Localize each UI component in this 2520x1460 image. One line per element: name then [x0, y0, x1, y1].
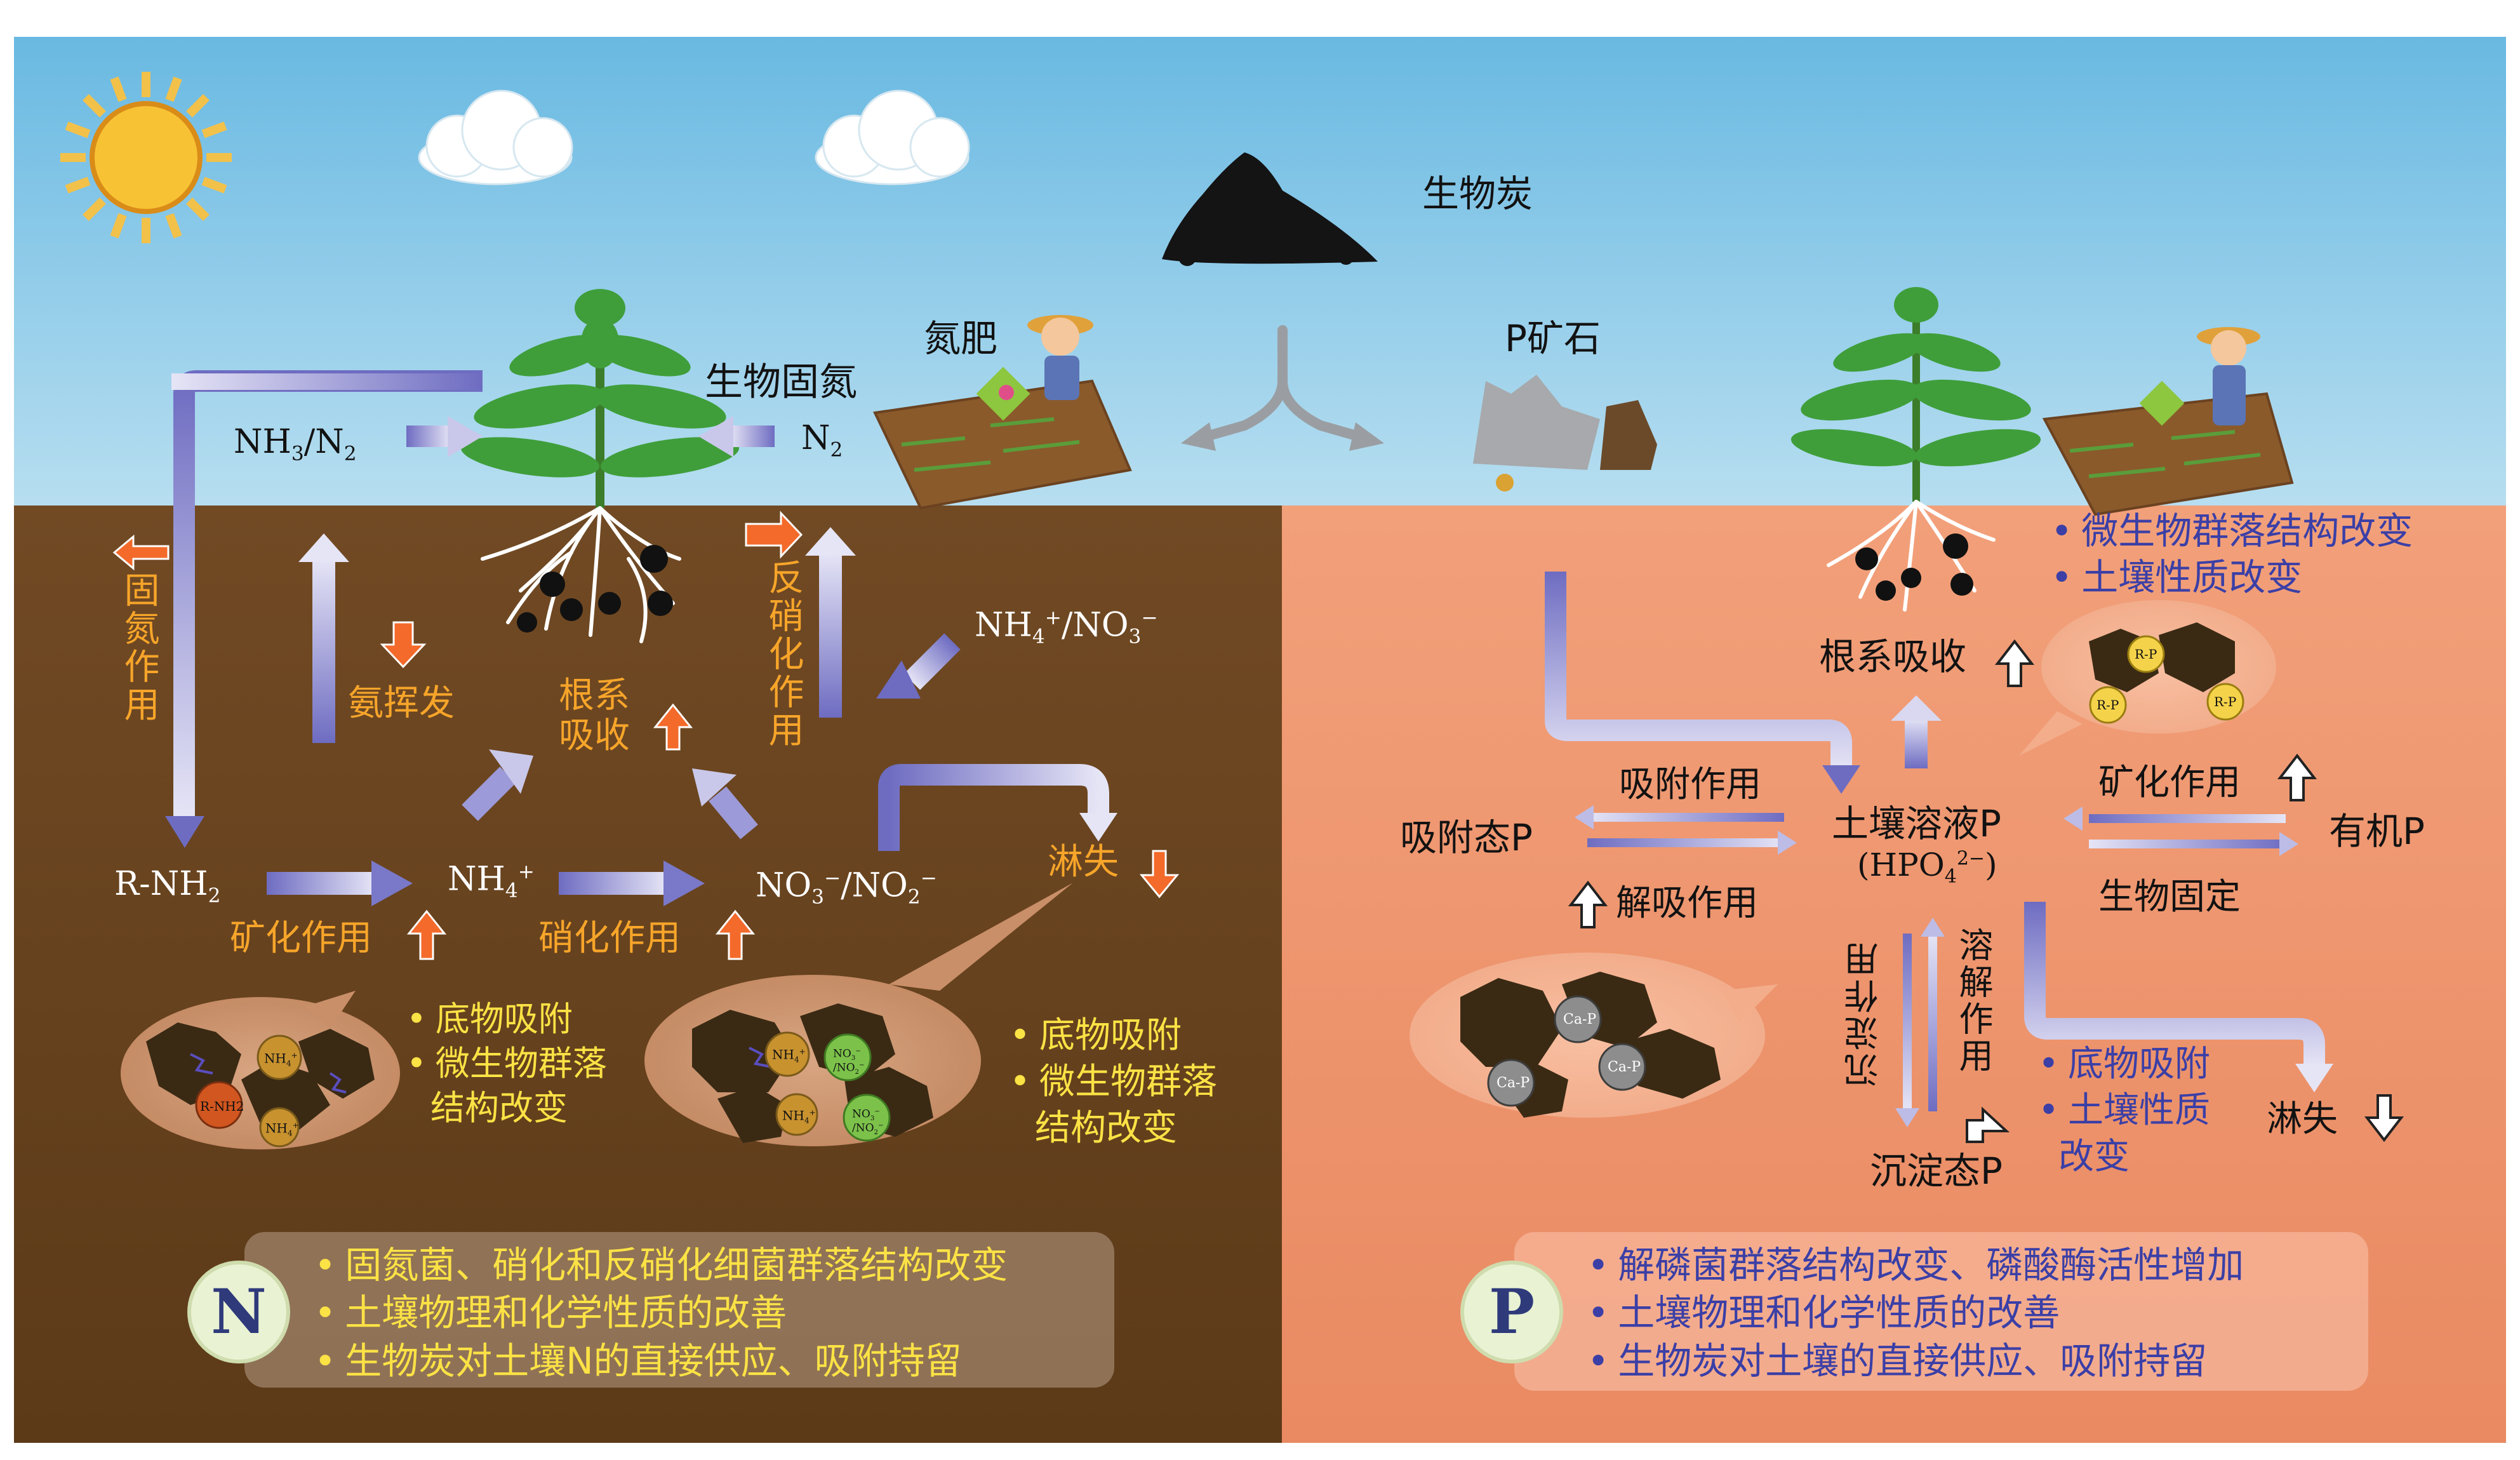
hpo4-label: (HPO42−) — [1857, 847, 1997, 888]
n-summary-item: 土壤物理和化学性质的改善 — [314, 1289, 1008, 1337]
fixation-label: 固氮作用 — [118, 572, 159, 724]
white-arrow-icon — [1568, 639, 2404, 1143]
p-summary-item: 解磷菌群落结构改变、磷酸酶活性增加 — [1587, 1242, 2244, 1289]
p-mineralization-label: 矿化作用 — [2098, 762, 2241, 803]
volatilization-label: 氨挥发 — [348, 683, 455, 724]
particle-label: NH4+ — [772, 1047, 806, 1064]
split-arrow-icon — [1195, 325, 1370, 443]
p-badge: P — [1460, 1261, 1563, 1363]
p-root-uptake-label: 根系吸收 — [1819, 635, 1967, 678]
rock-icon — [1473, 375, 1657, 492]
immobilization-label: 生物固定 — [2098, 876, 2241, 918]
mineralization-label: 矿化作用 — [230, 918, 372, 959]
n-bubble2-item: 微生物群落 — [1010, 1059, 1217, 1106]
denitrification-label: 反硝化作用 — [763, 559, 804, 749]
p-note-top-item: 土壤性质改变 — [2051, 554, 2413, 601]
n-bubble2-item: 结构改变 — [1035, 1107, 1177, 1149]
nh3-n2-label: NH3/N2 — [234, 423, 357, 465]
n-leaching-label: 淋失 — [1048, 841, 1119, 883]
particle-label: NH4+ — [264, 1050, 298, 1068]
particle-label: Ca-P — [1497, 1075, 1530, 1091]
n-badge: N — [187, 1261, 290, 1363]
n-bubble1-item: 结构改变 — [430, 1088, 568, 1128]
p-rock-label: P矿石 — [1505, 317, 1601, 360]
n-summary-item: 固氮菌、硝化和反硝化细菌群落结构改变 — [314, 1242, 1008, 1289]
p-notes-top: 微生物群落结构改变 土壤性质改变 — [2051, 508, 2413, 600]
n-bubble1-item: 微生物群落 — [406, 1041, 607, 1086]
p-note-bottom-item: 底物吸附 — [2038, 1041, 2210, 1088]
no3-no2-label: NO3−/NO2− — [756, 866, 937, 909]
n-bubble1-notes: 底物吸附 微生物群落 结构改变 — [406, 997, 607, 1131]
n2-label: N2 — [801, 419, 843, 462]
biochar-particle-icon — [1855, 533, 1973, 601]
biochar-pile-icon — [1162, 152, 1378, 264]
dissolution-label: 溶解作用 — [1953, 927, 1993, 1075]
precipitated-p-label: 沉淀态P — [1870, 1149, 2003, 1193]
particle-label: R-NH2 — [200, 1099, 244, 1114]
p-summary-item: 土壤物理和化学性质的改善 — [1587, 1289, 2244, 1337]
n-fertilizer-label: 氮肥 — [924, 317, 998, 360]
n-summary-item: 生物炭对土壤N的直接供应、吸附持留 — [314, 1337, 1008, 1385]
particle-nh4-icon — [257, 1035, 302, 1080]
biochar-label: 生物炭 — [1422, 172, 1533, 215]
n-bubble1-item: 底物吸附 — [406, 997, 607, 1041]
precipitation-label: 沉淀作用 — [1844, 940, 1884, 1087]
particle-no3-icon — [843, 1094, 891, 1142]
p-note-bottom-item: 改变 — [2058, 1135, 2130, 1177]
sun-icon — [60, 72, 232, 243]
p-summary-item: 生物炭对土壤的直接供应、吸附持留 — [1587, 1337, 2244, 1385]
farmer-icon-n — [1027, 315, 1093, 400]
adsorption-label: 吸附作用 — [1619, 764, 1761, 805]
plant-icon-n — [461, 289, 739, 508]
particle-label: NH4+ — [265, 1120, 299, 1138]
p-summary-list: 解磷菌群落结构改变、磷酸酶活性增加 土壤物理和化学性质的改善 生物炭对土壤的直接… — [1587, 1242, 2244, 1385]
cloud-icon — [815, 90, 970, 185]
particle-rp-icon — [2127, 635, 2165, 673]
p-note-bottom-item: 土壤性质 — [2038, 1088, 2210, 1134]
particle-label: R-P — [2214, 694, 2237, 709]
particle-label: Ca-P — [1608, 1059, 1641, 1075]
desorption-label: 解吸作用 — [1616, 883, 1758, 924]
particle-nh4-icon — [764, 1031, 810, 1077]
orange-arrow-icon — [112, 511, 1180, 960]
biochar-particle-icon — [517, 545, 673, 633]
plant-icon-p — [1790, 287, 2041, 502]
p-note-top-item: 微生物群落结构改变 — [2051, 508, 2413, 554]
p-leaching-label: 淋失 — [2267, 1099, 2338, 1140]
nh4-no3-label: NH4+/NO3− — [975, 606, 1158, 648]
n-root-uptake-label: 根系吸收 — [559, 675, 630, 756]
particle-label: Ca-P — [1563, 1012, 1597, 1028]
n-summary-list: 固氮菌、硝化和反硝化细菌群落结构改变 土壤物理和化学性质的改善 生物炭对土壤N的… — [314, 1242, 1008, 1385]
bio-fixation-label: 生物固氮 — [705, 360, 857, 405]
particle-label: NO3−/NO2− — [833, 1047, 865, 1076]
r-nh2-label: R-NH2 — [114, 865, 221, 907]
particle-rp-icon — [2089, 686, 2127, 724]
soil-solution-p-label: 土壤溶液P — [1832, 802, 2001, 845]
farmer-icon-p — [2197, 327, 2260, 425]
particle-cap-icon — [1554, 995, 1602, 1043]
particle-label: NO3−/NO2− — [852, 1108, 884, 1137]
organic-p-label: 有机P — [2329, 810, 2425, 853]
particle-rnh2-icon — [195, 1081, 243, 1129]
particle-label: R-P — [2135, 646, 2157, 662]
n-bubble2-item: 底物吸附 — [1010, 1013, 1217, 1059]
cloud-icon — [418, 90, 573, 185]
nitrification-label: 硝化作用 — [538, 918, 681, 959]
particle-nh4-icon — [259, 1107, 300, 1148]
particle-cap-icon — [1487, 1059, 1535, 1107]
particle-nh4-icon — [775, 1093, 818, 1136]
particle-cap-icon — [1598, 1043, 1646, 1091]
particle-no3-icon — [823, 1033, 872, 1082]
particle-label: NH4+ — [782, 1108, 816, 1125]
p-notes-bottom: 底物吸附 土壤性质 改变 — [2038, 1041, 2210, 1180]
n-bubble2-notes: 底物吸附 微生物群落 结构改变 — [1010, 1013, 1217, 1151]
adsorbed-p-label: 吸附态P — [1400, 816, 1533, 859]
particle-rp-icon — [2206, 683, 2244, 721]
nh4-label: NH4+ — [448, 860, 535, 902]
particle-label: R-P — [2097, 697, 2119, 713]
